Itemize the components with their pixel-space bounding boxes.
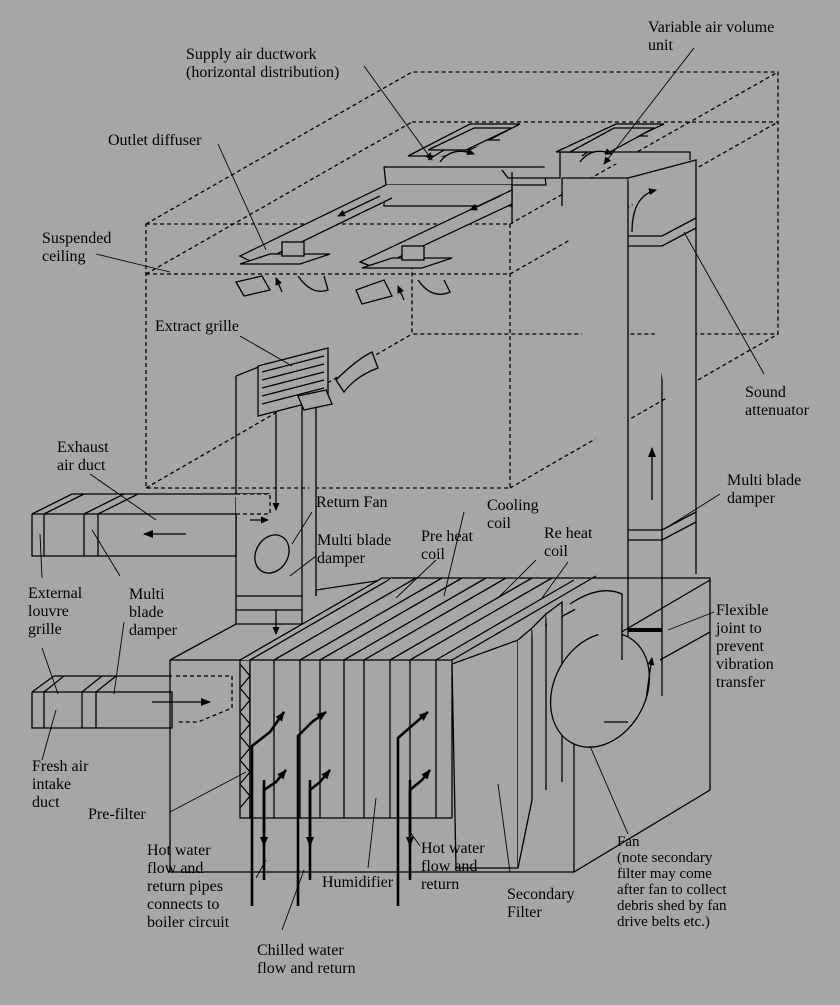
hot-water-right-label: Hot water flow and return xyxy=(421,840,485,893)
extract-grille-label: Extract grille xyxy=(155,318,239,335)
outlet-diffuser-label: Outlet diffuser xyxy=(108,132,202,149)
return-fan-label: Return Fan xyxy=(316,494,388,511)
leader-lines xyxy=(39,47,765,931)
multi-blade-damper-right-label: Multi blade damper xyxy=(727,472,802,507)
re-heat-coil-label: Re heat coil xyxy=(544,525,593,560)
fan-note-label: Fan (note secondary filter may come afte… xyxy=(617,834,727,930)
exhaust-duct-label: Exhaust air duct xyxy=(57,439,109,474)
flexible-joint-label: Flexible joint to prevent vibration tran… xyxy=(716,602,774,691)
outlet-diffusers xyxy=(235,241,453,305)
multi-blade-damper-mid-label: Multi blade damper xyxy=(317,532,392,567)
fresh-air-duct xyxy=(31,675,233,729)
suspended-ceiling-label: Suspended ceiling xyxy=(42,230,112,265)
secondary-filter-label: Secondary Filter xyxy=(507,886,575,921)
coil-banks xyxy=(239,575,601,869)
sound-attenuator-label: Sound attenuator xyxy=(745,384,809,419)
pre-heat-coil-label: Pre heat coil xyxy=(421,528,473,563)
vav-boxes xyxy=(427,127,655,163)
external-louvre-label: External louvre grille xyxy=(28,585,83,638)
extract-grille xyxy=(257,347,379,417)
pipework xyxy=(250,710,432,906)
fresh-air-duct-label: Fresh air intake duct xyxy=(32,758,89,811)
supply-riser xyxy=(511,159,697,696)
diffuser-air-arrows xyxy=(275,195,501,301)
multi-blade-damper-left-label: Multi blade damper xyxy=(129,586,177,639)
pre-filter-label: Pre-filter xyxy=(88,806,146,823)
humidifier-label: Humidifier xyxy=(322,874,394,891)
supply-ductwork-label: Supply air ductwork (horizontal distribu… xyxy=(186,46,340,81)
exhaust-duct xyxy=(31,493,271,557)
chilled-water-label: Chilled water flow and return xyxy=(257,942,356,977)
supply-fan xyxy=(549,590,655,748)
cooling-coil-label: Cooling coil xyxy=(487,497,539,532)
vav-unit-label: Variable air volume unit xyxy=(648,19,775,54)
hot-water-left-label: Hot water flow and return pipes connects… xyxy=(147,842,230,931)
